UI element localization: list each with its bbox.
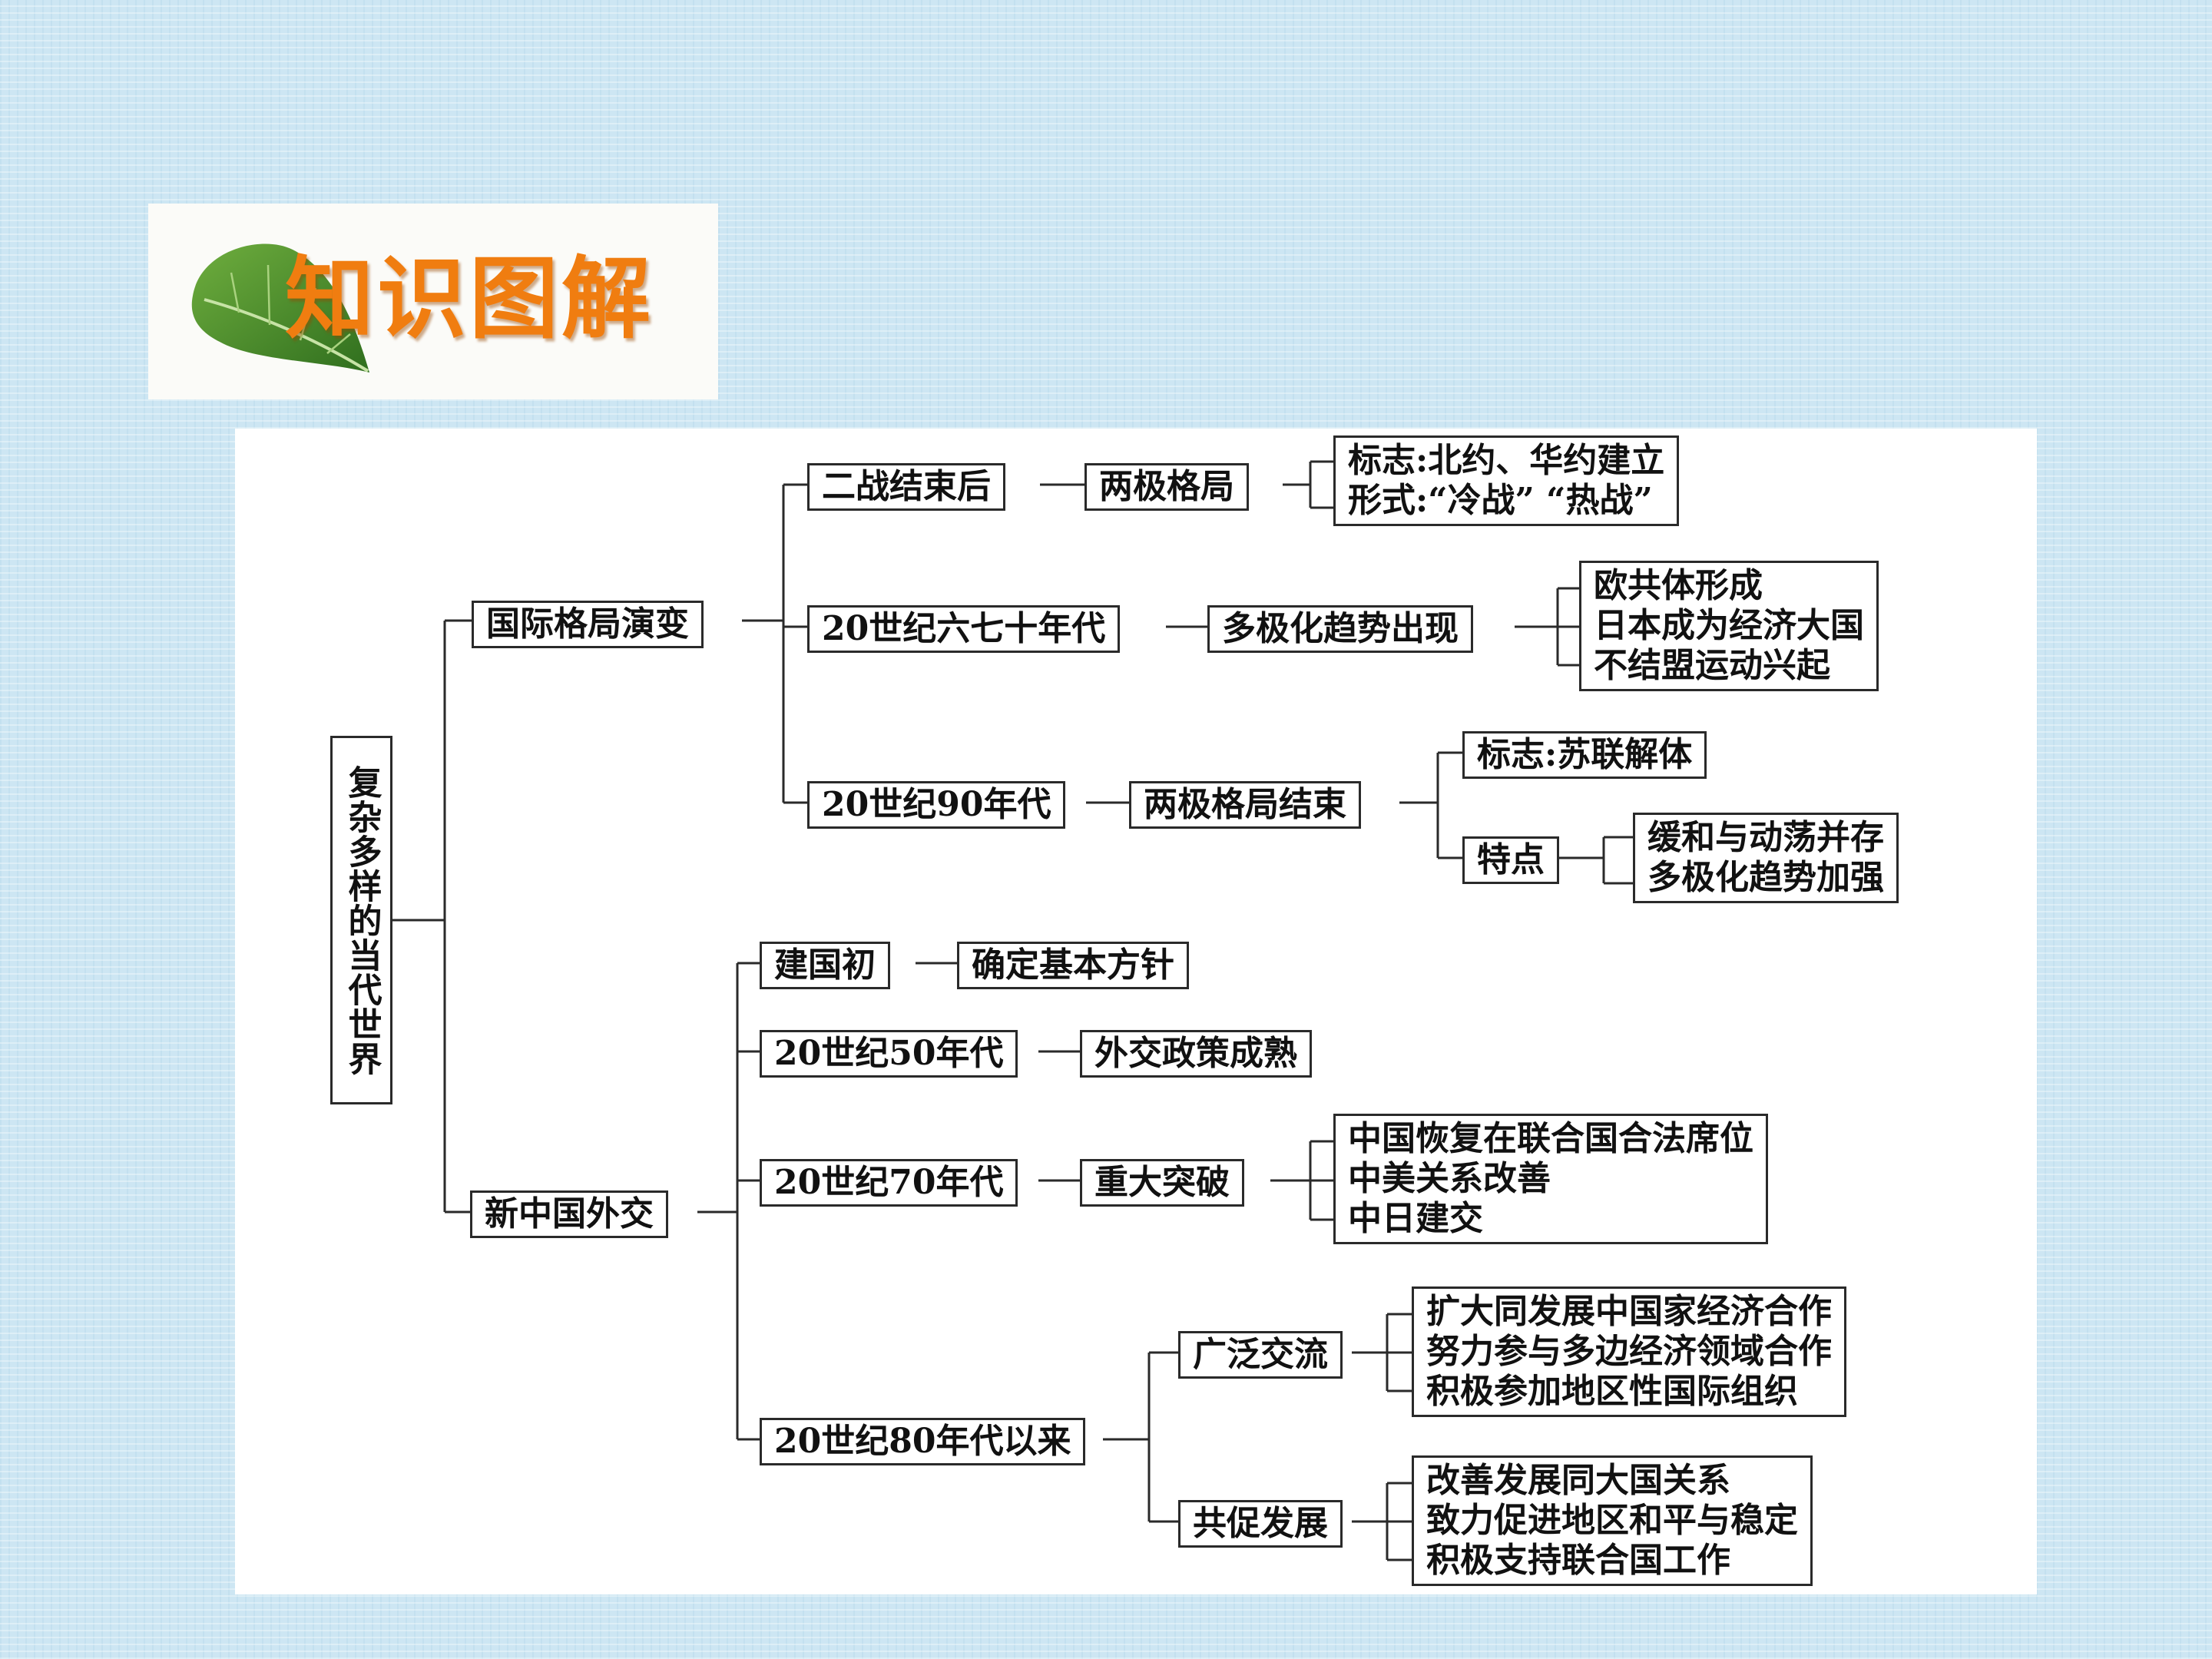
detail-line: 积极参加地区性国际组织 — [1426, 1372, 1798, 1411]
detail-line: 致力促进地区和平与稳定 — [1426, 1501, 1798, 1540]
period-80s-onward: 20世纪80年代以来 — [760, 1418, 1086, 1465]
development-details: 改善发展同大国关系 致力促进地区和平与稳定 积极支持联合国工作 — [1412, 1455, 1813, 1586]
detail-line: 努力参与多边经济领域合作 — [1426, 1332, 1832, 1371]
connector-lines — [392, 460, 1633, 1561]
item-policy-mature: 外交政策成熟 — [1080, 1030, 1312, 1078]
item-basic-policy: 确定基本方针 — [957, 942, 1189, 989]
breakthrough-details: 中国恢复在联合国合法席位 中美关系改善 中日建交 — [1333, 1114, 1768, 1244]
branch-new-china-diplomacy: 新中国外交 — [470, 1190, 668, 1238]
knowledge-diagram: 复杂多样的当代世界 国际格局演变 二战结束后 两极格局 标志:北约、华约建立 形… — [235, 429, 2037, 1594]
detail-line: 缓和与动荡并存 — [1647, 818, 1884, 857]
detail-line: 中国恢复在联合国合法席位 — [1348, 1119, 1753, 1158]
detail-line: 形式:“冷战” “热战” — [1348, 481, 1653, 520]
detail-line: 扩大同发展中国家经济合作 — [1426, 1292, 1832, 1331]
sign-ussr-dissolution: 标志:苏联解体 — [1462, 731, 1707, 779]
multipolar-details: 欧共体形成 日本成为经济大国 不结盟运动兴起 — [1579, 561, 1879, 691]
period-90s: 20世纪90年代 — [807, 781, 1066, 829]
bipolar-details: 标志:北约、华约建立 形式:“冷战” “热战” — [1333, 435, 1680, 526]
leaf-icon — [191, 243, 369, 373]
branch-international-pattern: 国际格局演变 — [472, 601, 704, 648]
detail-line: 中美关系改善 — [1348, 1159, 1551, 1198]
pattern-multipolar-emerging: 多极化趋势出现 — [1207, 605, 1473, 653]
detail-line: 欧共体形成 — [1594, 566, 1763, 605]
period-post-ww2: 二战结束后 — [807, 463, 1005, 511]
period-founding: 建国初 — [760, 942, 890, 989]
header-title: 知识图解 — [285, 247, 654, 351]
pattern-bipolar: 两极格局 — [1084, 463, 1249, 511]
detail-line: 中日建交 — [1348, 1199, 1483, 1238]
section-header: 知识图解 — [148, 204, 718, 399]
period-70s: 20世纪70年代 — [760, 1159, 1018, 1207]
period-60s-70s: 20世纪六七十年代 — [807, 605, 1121, 653]
exchange-details: 扩大同发展中国家经济合作 努力参与多边经济领域合作 积极参加地区性国际组织 — [1412, 1286, 1846, 1417]
detail-line: 积极支持联合国工作 — [1426, 1541, 1730, 1580]
item-major-breakthrough: 重大突破 — [1080, 1159, 1244, 1207]
root-node: 复杂多样的当代世界 — [330, 736, 392, 1104]
feature-label: 特点 — [1462, 836, 1559, 884]
detail-line: 日本成为经济大国 — [1594, 606, 1864, 645]
feature-details: 缓和与动荡并存 多极化趋势加强 — [1633, 813, 1899, 903]
detail-line: 改善发展同大国关系 — [1426, 1461, 1730, 1500]
label-joint-development: 共促发展 — [1178, 1500, 1343, 1548]
detail-line: 标志:北约、华约建立 — [1348, 441, 1665, 480]
period-50s: 20世纪50年代 — [760, 1030, 1018, 1078]
pattern-bipolar-end: 两极格局结束 — [1129, 781, 1361, 829]
detail-line: 多极化趋势加强 — [1647, 858, 1884, 897]
detail-line: 不结盟运动兴起 — [1594, 646, 1830, 685]
label-broad-exchange: 广泛交流 — [1178, 1331, 1343, 1379]
